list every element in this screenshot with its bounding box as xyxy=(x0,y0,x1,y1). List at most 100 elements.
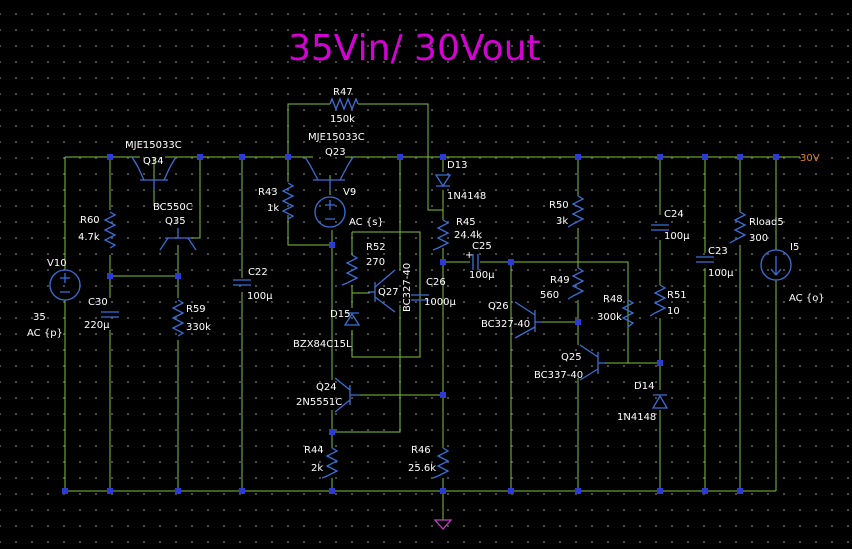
label-d15-part: BZX84C15L xyxy=(293,339,352,350)
junction-dots xyxy=(62,154,779,494)
voltage-source-v10[interactable] xyxy=(49,269,81,301)
transistor-q35[interactable] xyxy=(159,228,197,251)
label-c25-name: C25 xyxy=(472,241,492,252)
label-c23-name: C23 xyxy=(708,246,728,257)
label-r50-value: 3k xyxy=(556,216,568,227)
transistor-q25[interactable] xyxy=(579,344,605,381)
label-i5-name: I5 xyxy=(790,242,799,253)
label-q25-part: BC337-40 xyxy=(534,370,583,381)
diode-d13[interactable] xyxy=(434,174,452,188)
ground-symbol xyxy=(433,519,453,530)
label-i5-ac: AC {o} xyxy=(789,293,825,304)
label-r44-name: R44 xyxy=(304,445,324,456)
label-r51-name: R51 xyxy=(667,290,687,301)
label-r52-name: R52 xyxy=(366,242,386,253)
label-c24-name: C24 xyxy=(664,209,684,220)
capacitor-c22[interactable] xyxy=(233,279,251,286)
label-v10-ac: AC {p} xyxy=(27,328,63,339)
label-r43-value: 1k xyxy=(267,203,279,214)
label-q34-name: Q34 xyxy=(143,156,164,167)
transistor-q26[interactable] xyxy=(514,301,542,339)
label-c30-name: C30 xyxy=(88,297,108,308)
label-r43-name: R43 xyxy=(258,187,278,198)
label-c22-name: C22 xyxy=(248,267,268,278)
label-r50-name: R50 xyxy=(549,200,569,211)
capacitor-c30[interactable] xyxy=(101,311,119,318)
label-c30-value: 220µ xyxy=(84,320,110,331)
capacitor-c24[interactable] xyxy=(651,224,669,231)
label-q35-name: Q35 xyxy=(165,216,186,227)
label-c24-value: 100µ xyxy=(664,231,690,242)
label-q26-name: Q26 xyxy=(488,301,509,312)
schematic-title: 35Vin/ 30Vout xyxy=(288,28,541,69)
current-source-i5[interactable] xyxy=(760,249,792,281)
resistor-r48[interactable] xyxy=(621,299,635,328)
label-q35-part: BC550C xyxy=(153,202,193,213)
label-q24-name: Q24 xyxy=(316,382,337,393)
label-q23-name: Q23 xyxy=(325,147,346,158)
label-r47-name: R47 xyxy=(333,87,353,98)
voltage-source-v9[interactable] xyxy=(314,196,346,228)
transistor-q27[interactable] xyxy=(368,269,396,313)
transistor-q23[interactable] xyxy=(304,156,354,190)
label-d13-name: D13 xyxy=(447,160,467,171)
diode-d14[interactable] xyxy=(651,394,669,409)
diode-d15[interactable] xyxy=(343,312,361,326)
label-r44-value: 2k xyxy=(311,463,323,474)
label-d15-name: D15 xyxy=(330,309,350,320)
label-r51-value: 10 xyxy=(667,306,680,317)
label-r59-value: 330k xyxy=(186,322,211,333)
label-v10-name: V10 xyxy=(47,258,67,269)
label-r49-value: 560 xyxy=(540,290,559,301)
resistor-r47[interactable] xyxy=(329,97,359,111)
resistor-r50[interactable] xyxy=(567,195,585,228)
label-c25-value: 100µ xyxy=(469,270,495,281)
resistor-r59[interactable] xyxy=(171,299,185,337)
label-c26-name: C26 xyxy=(426,277,446,288)
resistor-r43[interactable] xyxy=(281,182,295,220)
label-r48-value: 300k xyxy=(597,312,622,323)
capacitor-c26[interactable] xyxy=(411,294,429,301)
label-r59-name: R59 xyxy=(186,304,206,315)
label-q26-part: BC327-40 xyxy=(481,319,530,330)
resistor-r45[interactable] xyxy=(432,219,450,251)
label-v9-name: V9 xyxy=(343,187,356,198)
label-q27-name: Q27 xyxy=(378,287,399,298)
label-r46-name: R46 xyxy=(411,445,431,456)
label-r47-value: 150k xyxy=(330,114,355,125)
label-r60-name: R60 xyxy=(80,215,100,226)
resistor-r52[interactable] xyxy=(341,254,359,286)
resistor-r44[interactable] xyxy=(321,447,339,479)
resistor-r51[interactable] xyxy=(649,284,667,317)
label-v10-value: 35 xyxy=(33,312,46,323)
label-r49-name: R49 xyxy=(550,275,570,286)
label-r60-value: 4.7k xyxy=(78,232,100,243)
capacitor-c23[interactable] xyxy=(696,256,714,263)
label-q23-part: MJE15033C xyxy=(308,132,365,143)
label-r52-value: 270 xyxy=(366,257,385,268)
label-q27-part: BC327-40 xyxy=(402,263,413,312)
label-r45-value: 24.4k xyxy=(454,230,482,241)
label-rload5-name: Rload5 xyxy=(749,217,784,228)
label-q24-part: 2N5551C xyxy=(296,397,342,408)
label-rload5-value: 300 xyxy=(749,233,768,244)
resistor-r60[interactable] xyxy=(103,211,117,249)
net-label-30v: 30V xyxy=(800,153,820,164)
resistor-r46[interactable] xyxy=(432,447,450,479)
label-c22-value: 100µ xyxy=(247,291,273,302)
transistor-q24[interactable] xyxy=(334,377,360,413)
label-r45-name: R45 xyxy=(456,217,476,228)
resistor-r49[interactable] xyxy=(567,267,585,300)
label-q25-name: Q25 xyxy=(561,352,582,363)
resistor-rload5[interactable] xyxy=(729,211,747,244)
label-d14-name: D14 xyxy=(634,381,654,392)
label-d13-part: 1N4148 xyxy=(447,191,486,202)
capacitor-c25[interactable]: + xyxy=(465,250,479,270)
transistor-q34[interactable] xyxy=(131,156,177,190)
label-c23-value: 100µ xyxy=(708,268,734,279)
wires xyxy=(64,103,800,520)
svg-text:+: + xyxy=(465,250,473,261)
label-r46-value: 25.6k xyxy=(408,463,436,474)
